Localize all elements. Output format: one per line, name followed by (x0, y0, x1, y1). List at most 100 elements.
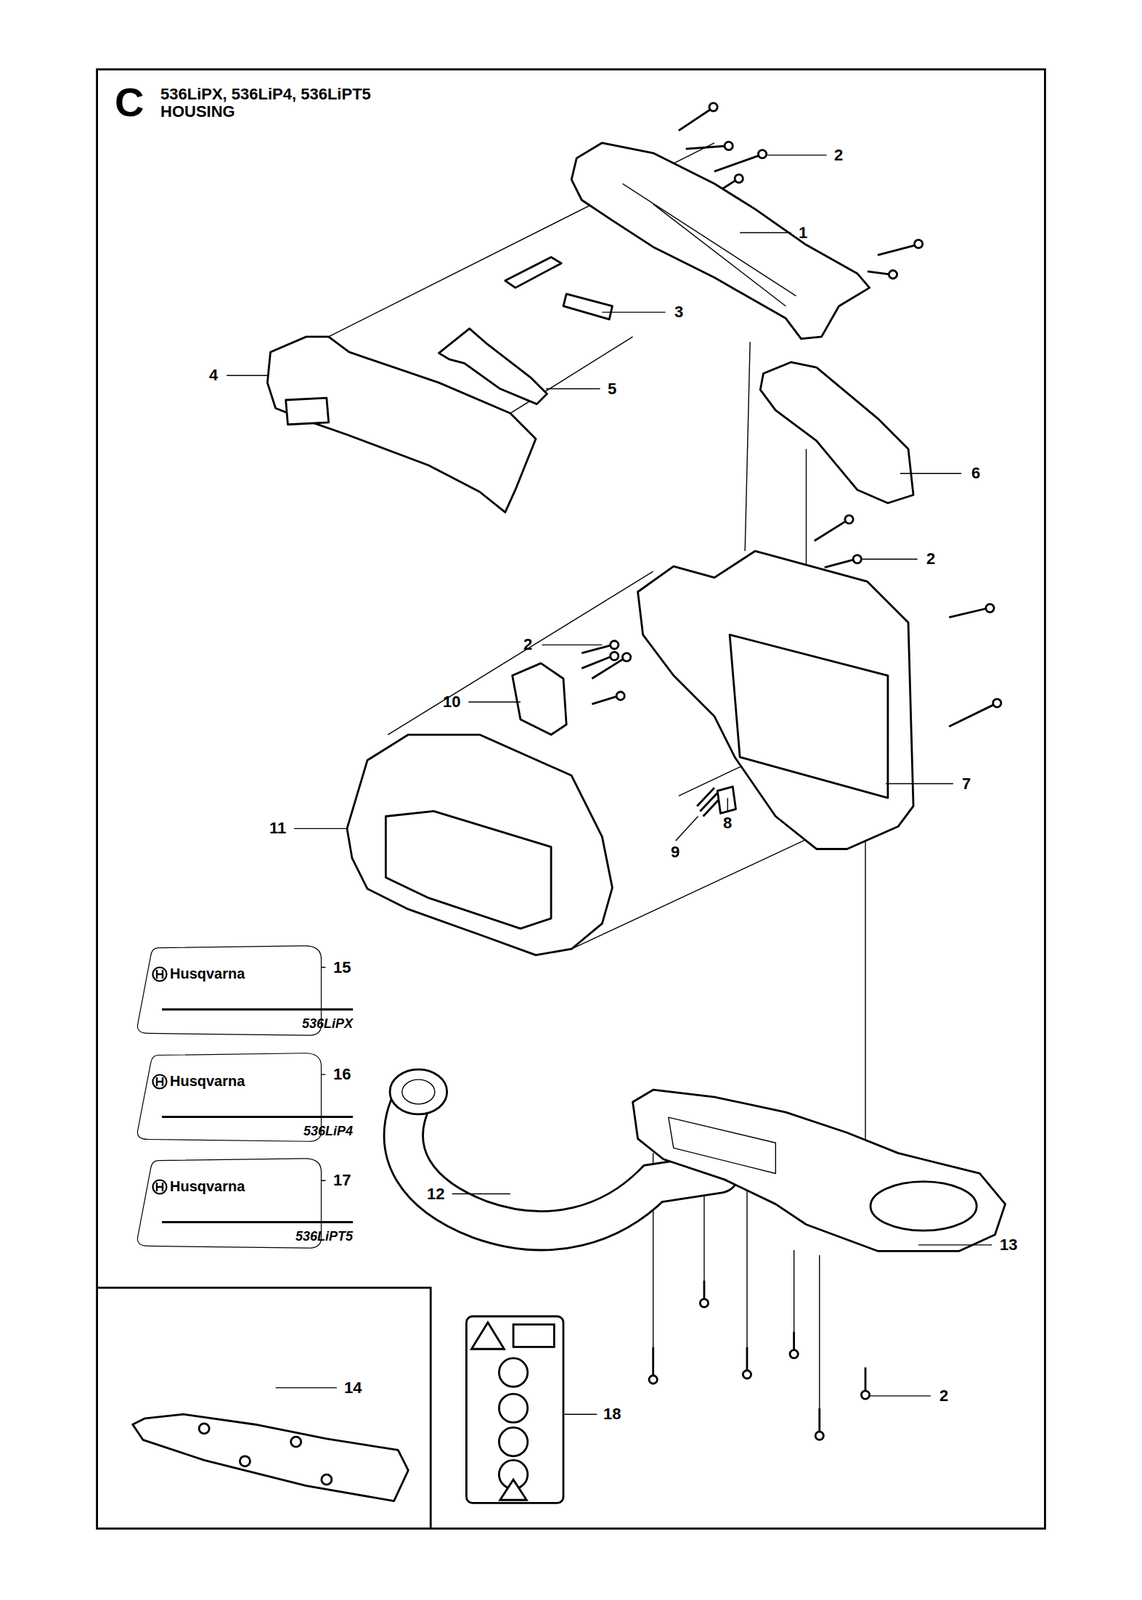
line-art (438, 328, 547, 405)
callout-number: 2 (834, 147, 843, 164)
line-art (294, 828, 348, 830)
line-art (793, 1250, 795, 1332)
line-art (864, 1367, 867, 1394)
model-name: 536LiPX (161, 1008, 353, 1032)
callout-number: 9 (670, 844, 680, 861)
line-art (541, 644, 602, 646)
line-art (571, 143, 870, 340)
callout-number: 11 (269, 820, 287, 837)
line-art (818, 1255, 820, 1409)
brand-name: Husqvarna (151, 1073, 343, 1090)
line-art (993, 699, 1002, 708)
line-art (948, 704, 995, 727)
line-art (696, 787, 719, 817)
line-art (347, 734, 613, 956)
line-art (729, 634, 888, 798)
line-art (767, 154, 827, 156)
brand-name: Husqvarna (151, 1178, 343, 1195)
line-art (471, 1322, 504, 1350)
callout-number: 6 (971, 465, 981, 482)
line-art (638, 551, 915, 849)
line-art (757, 150, 766, 159)
line-art (387, 571, 653, 735)
line-art (686, 145, 727, 149)
line-art (709, 103, 718, 112)
line-art (466, 1316, 564, 1503)
line-art (291, 1436, 302, 1447)
line-art (468, 701, 521, 703)
callout-number: 17 (333, 1172, 351, 1189)
line-art (864, 805, 866, 1153)
line-art (402, 1079, 435, 1105)
frame (97, 69, 1046, 1529)
line-art (610, 651, 619, 660)
leader-lines (226, 155, 992, 1415)
line-art (321, 1474, 332, 1485)
line-art (610, 641, 619, 650)
parts (267, 143, 914, 956)
line-art (591, 696, 619, 705)
line-art (591, 658, 625, 679)
line-art (226, 375, 268, 377)
model-name: 536LiP4 (161, 1115, 353, 1140)
line-art (845, 515, 854, 524)
line-art (564, 1413, 597, 1415)
line-art (948, 608, 988, 618)
callout-number: 14 (344, 1380, 362, 1397)
line-art (985, 604, 994, 613)
callout-number: 8 (723, 815, 732, 832)
logo-decal: Husqvarna536LiPT5 (132, 1156, 324, 1251)
line-art (498, 1427, 528, 1456)
logo-mark (156, 969, 163, 979)
callout-number: 2 (523, 636, 533, 653)
callout-number: 12 (426, 1186, 445, 1203)
line-art (601, 311, 666, 313)
callout-number: 4 (209, 367, 218, 384)
callout-number: 16 (333, 1066, 351, 1083)
line-art (675, 816, 699, 841)
page-title: 536LiPX, 536LiP4, 536LiPT5 HOUSING (160, 85, 422, 121)
line-art (97, 69, 1046, 1529)
line-art (385, 810, 552, 929)
line-art (581, 656, 613, 669)
brand-text: Husqvarna (169, 1073, 245, 1090)
brand-text: Husqvarna (169, 965, 245, 983)
line-art (888, 270, 897, 279)
line-art (862, 559, 918, 560)
line-art (678, 108, 713, 131)
line-art (877, 244, 917, 255)
line-art (885, 783, 954, 785)
callout-number: 5 (607, 381, 617, 398)
line-art (746, 1346, 749, 1373)
callout-number: 3 (674, 304, 684, 321)
line-art (853, 555, 862, 564)
line-art (616, 691, 625, 700)
line-art (760, 362, 914, 504)
line-art (867, 271, 891, 275)
line-art (498, 1358, 528, 1387)
line-art (870, 1181, 977, 1231)
line-art (742, 1370, 751, 1379)
brand-logo (151, 1073, 168, 1090)
line-art (668, 1117, 777, 1174)
line-art (869, 1395, 931, 1397)
line-art (452, 1193, 511, 1195)
callout-number: 10 (442, 694, 461, 711)
line-art (498, 1393, 528, 1423)
line-art (512, 663, 567, 735)
logo-decal: Husqvarna536LiPX (132, 943, 324, 1038)
line-art (545, 388, 600, 390)
warning-decal (466, 1316, 564, 1503)
line-art (649, 1375, 658, 1384)
line-art (622, 653, 631, 662)
line-art (286, 397, 329, 425)
line-art (97, 1287, 432, 1529)
line-art (815, 1431, 824, 1440)
line-art (389, 1069, 448, 1115)
decal-shape (137, 1053, 321, 1142)
logo-ring (153, 1074, 167, 1089)
line-art (239, 1456, 250, 1467)
callout-number: 2 (926, 551, 936, 568)
line-art (724, 141, 733, 150)
